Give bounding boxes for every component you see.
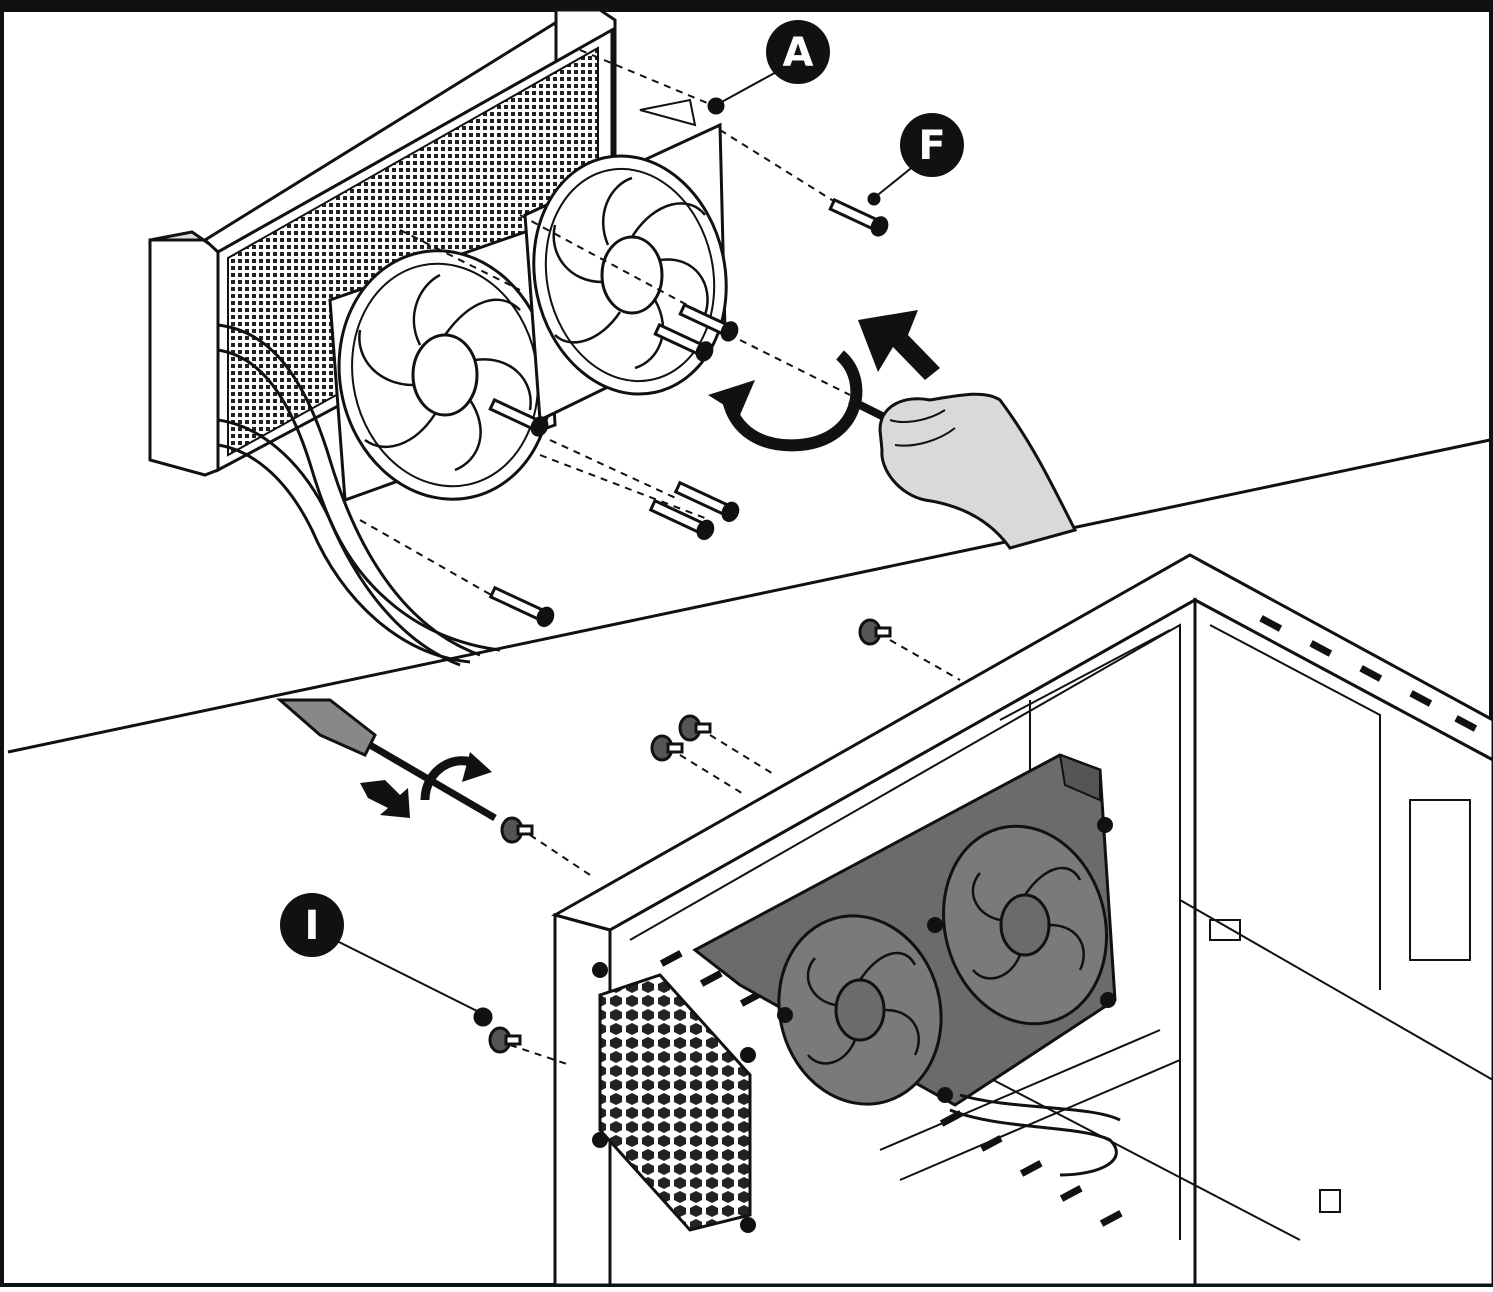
- alignment-lines-bottom: [509, 639, 961, 1066]
- callout-leaders: [334, 69, 916, 1016]
- screw-icon: [648, 498, 715, 541]
- screw-icon: [673, 480, 740, 523]
- case-interior: [629, 623, 1493, 1241]
- push-arrow-icon: [360, 780, 410, 818]
- push-arrow-icon: [858, 310, 940, 380]
- svg-text:I: I: [305, 903, 320, 949]
- screw-icon: [678, 302, 739, 342]
- callout-a: A: [766, 20, 830, 84]
- screws-top: [488, 97, 889, 628]
- svg-text:A: A: [783, 30, 814, 76]
- washer-icon: [473, 1007, 493, 1027]
- screw-icon: [858, 618, 892, 646]
- alignment-lines-top: [359, 49, 851, 601]
- screw-icon: [828, 197, 889, 237]
- screw-icon: [653, 322, 714, 362]
- screw-icon: [488, 585, 555, 628]
- fan-left: [328, 222, 557, 503]
- coolant-tubes: [217, 323, 501, 667]
- callout-f: F: [900, 113, 964, 177]
- screw-icon: [488, 397, 549, 437]
- washer-icon: [707, 97, 725, 115]
- screw-icon: [500, 816, 534, 844]
- rotate-arrow-icon: [708, 350, 863, 452]
- svg-text:F: F: [918, 123, 945, 169]
- hand-icon: [848, 392, 1078, 550]
- case-tubes: [949, 1093, 1121, 1177]
- screws-bottom: [473, 618, 892, 1054]
- screw-icon: [678, 714, 712, 742]
- installed-radiator: [692, 753, 1117, 1107]
- rotate-arrow-icon: [420, 752, 492, 801]
- screw-icon: [488, 1026, 522, 1054]
- callout-i: I: [280, 893, 344, 957]
- rear-fan-grille: [592, 962, 756, 1233]
- screw-icon: [650, 734, 684, 762]
- panel-divider: [7, 438, 1491, 754]
